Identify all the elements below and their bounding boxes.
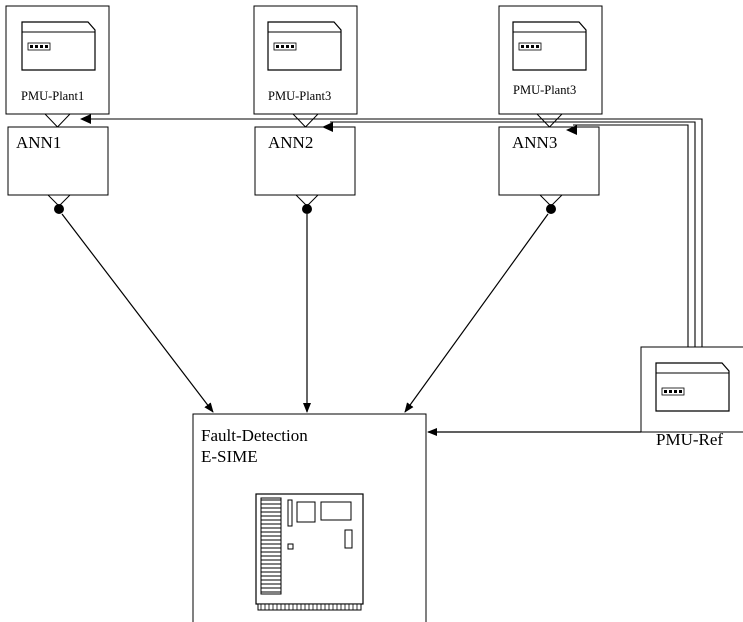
ann-output-dot-1 bbox=[54, 204, 64, 214]
pmu-label-1: PMU-Plant1 bbox=[21, 89, 85, 103]
ref-signal-lines bbox=[87, 118, 703, 347]
ann-output-connector-1 bbox=[46, 194, 72, 207]
pmu-device-icon-1 bbox=[21, 21, 96, 71]
arrow-ann3-to-fault bbox=[404, 213, 549, 413]
ann-box-2 bbox=[254, 126, 356, 196]
pmu-ref-device-icon bbox=[655, 362, 730, 412]
ann-box-3 bbox=[498, 126, 600, 196]
arrow-ann1-to-fault bbox=[61, 213, 214, 413]
pmu-label-2: PMU-Plant3 bbox=[268, 89, 332, 103]
ann-label-2: ANN2 bbox=[268, 133, 314, 152]
ann-output-dot-3 bbox=[546, 204, 556, 214]
circuit-board-icon bbox=[255, 493, 364, 611]
ann-output-connector-2 bbox=[294, 194, 320, 207]
ann-label-1: ANN1 bbox=[16, 133, 62, 152]
pmu-label-3: PMU-Plant3 bbox=[513, 83, 577, 97]
pmu-ann-connector-3 bbox=[535, 113, 564, 128]
pmu-ann-connector-1 bbox=[43, 113, 72, 128]
pmu-device-icon-3 bbox=[512, 21, 587, 71]
ann-output-connector-3 bbox=[538, 194, 564, 207]
ref-arrowhead-2 bbox=[322, 122, 333, 132]
ref-arrowhead-3 bbox=[566, 125, 577, 135]
fault-detection-line1: Fault-Detection bbox=[201, 426, 308, 445]
pmu-ann-connector-2 bbox=[291, 113, 320, 128]
fault-detection-title: Fault-Detection E-SIME bbox=[201, 425, 308, 467]
fault-detection-line2: E-SIME bbox=[201, 447, 258, 466]
pmu-ref-label: PMU-Ref bbox=[656, 430, 724, 449]
ann-label-3: ANN3 bbox=[512, 133, 558, 152]
ann-output-dot-2 bbox=[302, 204, 312, 214]
ref-arrowhead-1 bbox=[80, 114, 91, 124]
pmu-device-icon-2 bbox=[267, 21, 342, 71]
ann-box-1 bbox=[7, 126, 109, 196]
